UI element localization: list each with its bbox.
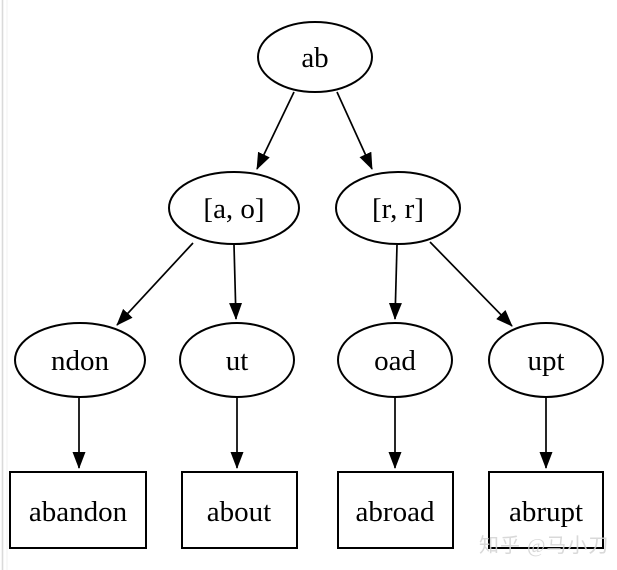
node-suffix-upt: upt [488, 322, 604, 398]
node-label-oad: oad [374, 345, 416, 377]
ellipse-ab [257, 21, 373, 93]
box-abandon [9, 471, 147, 549]
ellipse-ndon [14, 322, 146, 398]
node-range-rr: [r, r] [335, 171, 461, 245]
node-suffix-oad: oad [337, 322, 453, 398]
ellipse-ut [179, 322, 295, 398]
ellipse-oad [337, 322, 453, 398]
node-label-upt: upt [527, 345, 564, 377]
leaf-word-abroad: abroad [337, 471, 454, 549]
node-label-rr: [r, r] [372, 193, 424, 225]
edge-ab-to-ao [256, 91, 295, 170]
ellipse-upt [488, 322, 604, 398]
node-label-ab: ab [301, 42, 328, 74]
edge-rr-to-oad [388, 244, 402, 320]
box-abroad [337, 471, 454, 549]
leaf-label-abandon: abandon [29, 496, 128, 528]
node-label-ao: [a, o] [203, 193, 264, 225]
node-root-ab: ab [257, 21, 373, 93]
leaf-label-abrupt: abrupt [509, 496, 583, 528]
box-about [181, 471, 298, 549]
leaf-word-abandon: abandon [9, 471, 147, 549]
edge-rr-to-upt [429, 241, 513, 327]
ellipse-rr [335, 171, 461, 245]
box-abrupt [488, 471, 604, 549]
edge-ao-to-ndon [116, 242, 194, 326]
node-range-ao: [a, o] [168, 171, 300, 245]
leaf-word-about: about [181, 471, 298, 549]
leaf-label-about: about [207, 496, 271, 528]
ellipse-ao [168, 171, 300, 245]
leaf-label-abroad: abroad [356, 496, 435, 528]
zhihu-watermark: 知乎 @马小刀 [479, 534, 609, 557]
edge-ab-to-rr [336, 91, 373, 170]
node-label-ndon: ndon [51, 345, 110, 377]
node-label-ut: ut [226, 345, 249, 377]
leaf-word-abrupt: abrupt [488, 471, 604, 549]
node-suffix-ut: ut [179, 322, 295, 398]
node-suffix-ndon: ndon [14, 322, 146, 398]
edge-ao-to-ut [229, 244, 243, 320]
